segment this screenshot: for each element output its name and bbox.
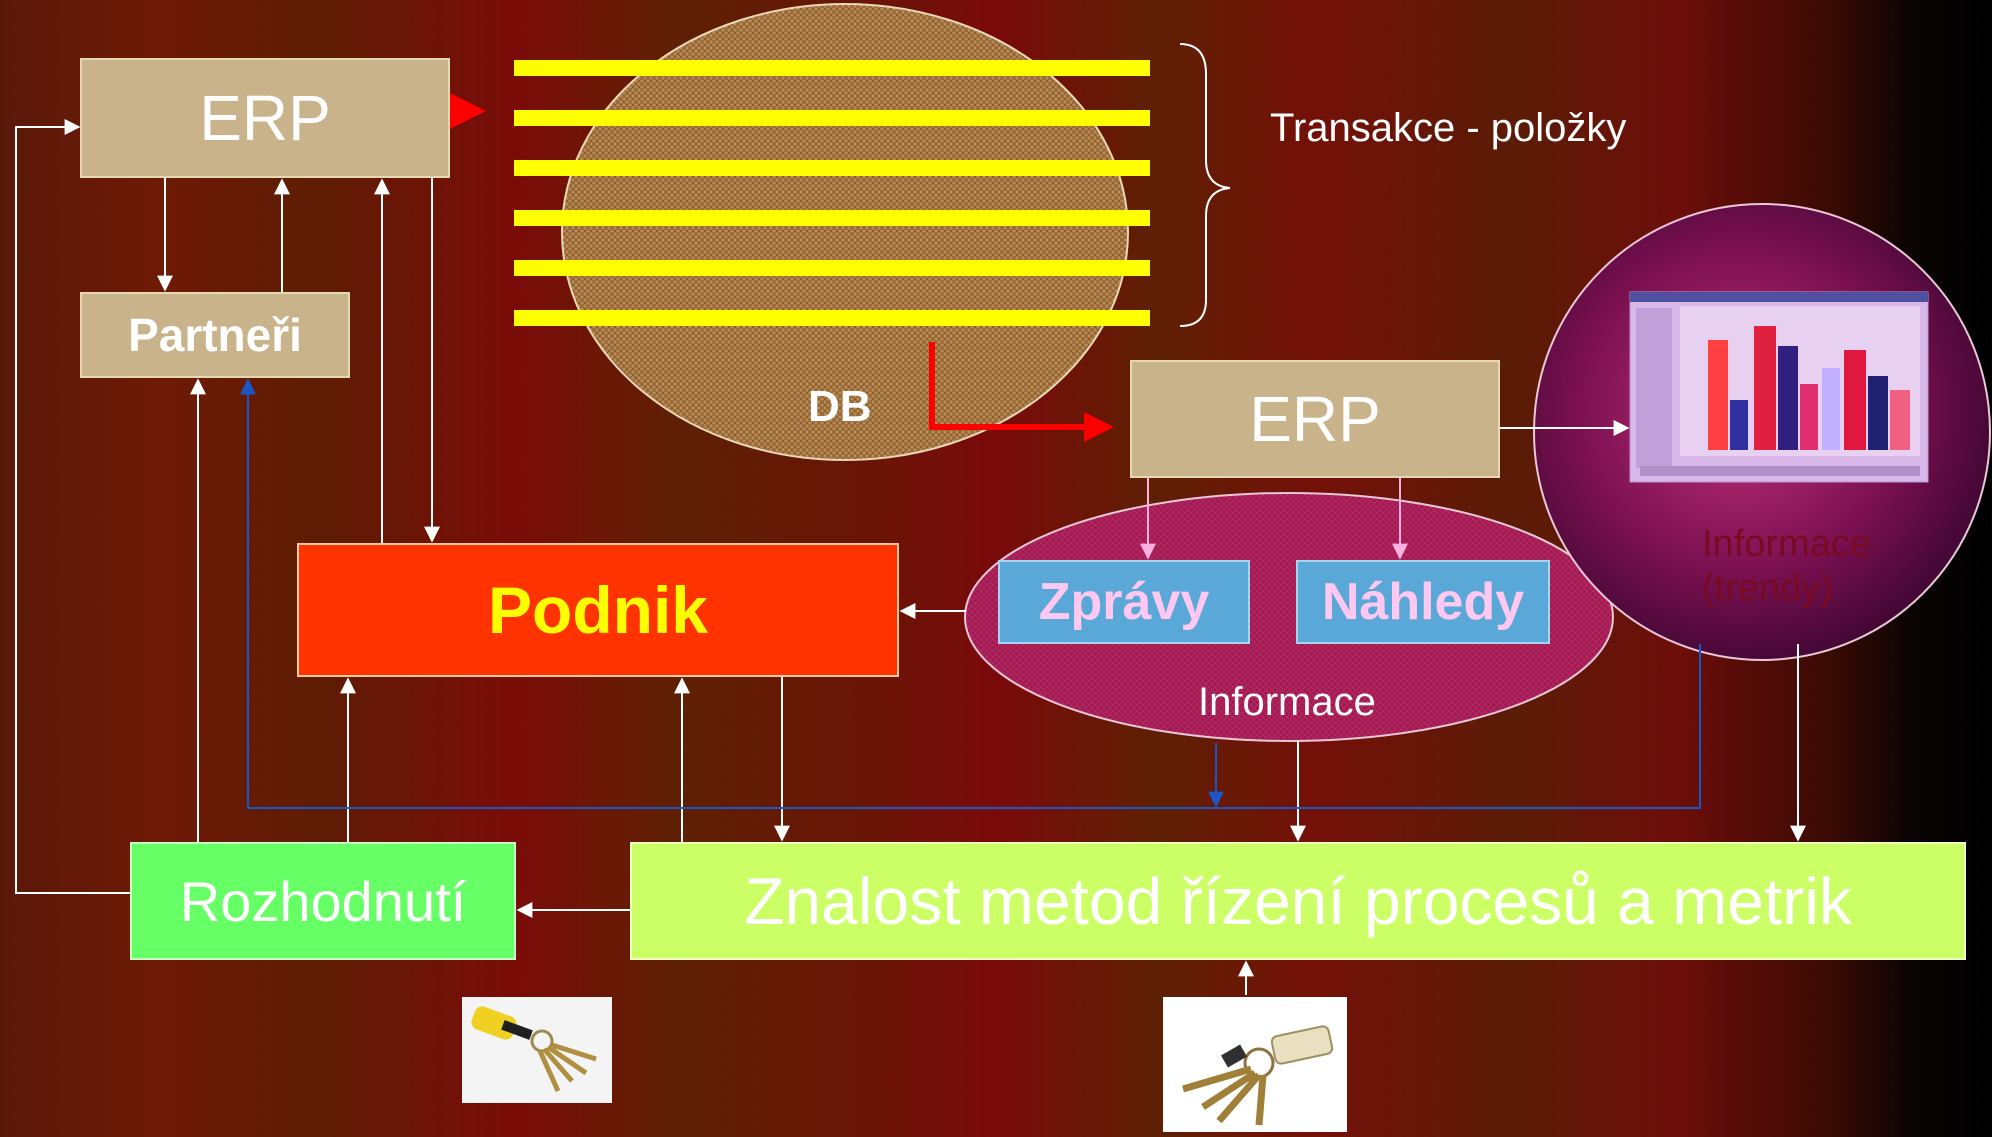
reports-box: Zprávy [998,560,1250,644]
knowledge-box: Znalost metod řízení procesů a metrik [630,842,1966,960]
arrow-decision-to-erp [15,119,130,894]
erp-top-box: ERP [80,58,450,178]
db-label: DB [808,382,872,431]
erp-mid-box: ERP [1130,360,1500,478]
stripe [514,160,1150,176]
keys-right-drawing [1163,997,1347,1132]
stripe [514,260,1150,276]
trends-label-line1: Informace [1702,523,1871,565]
stripe [514,110,1150,126]
podnik-box: Podnik [297,543,899,677]
information-ellipse [964,492,1614,742]
transactions-label: Transakce - položky [1270,106,1627,150]
keychain-photo-icon [1163,997,1347,1132]
bar-chart-screenshot-icon [1629,291,1929,483]
trends-label: Informace (trendy) [1702,522,1871,610]
previews-box: Náhledy [1296,560,1550,644]
brace [1179,43,1231,327]
stripe [514,210,1150,226]
arrow-db-to-erp [929,342,1114,442]
trends-label-line2: (trendy) [1702,567,1833,609]
keys-left-drawing [462,997,612,1103]
stripe [514,60,1150,76]
information-label: Informace [1198,680,1376,724]
stripe [514,310,1150,326]
feedback-line-trends-to-partners [240,378,1701,809]
decision-box: Rozhodnutí [130,842,516,960]
transaction-stripes [514,60,1150,326]
keys-photo-icon [462,997,612,1103]
partners-box: Partneři [80,292,350,378]
